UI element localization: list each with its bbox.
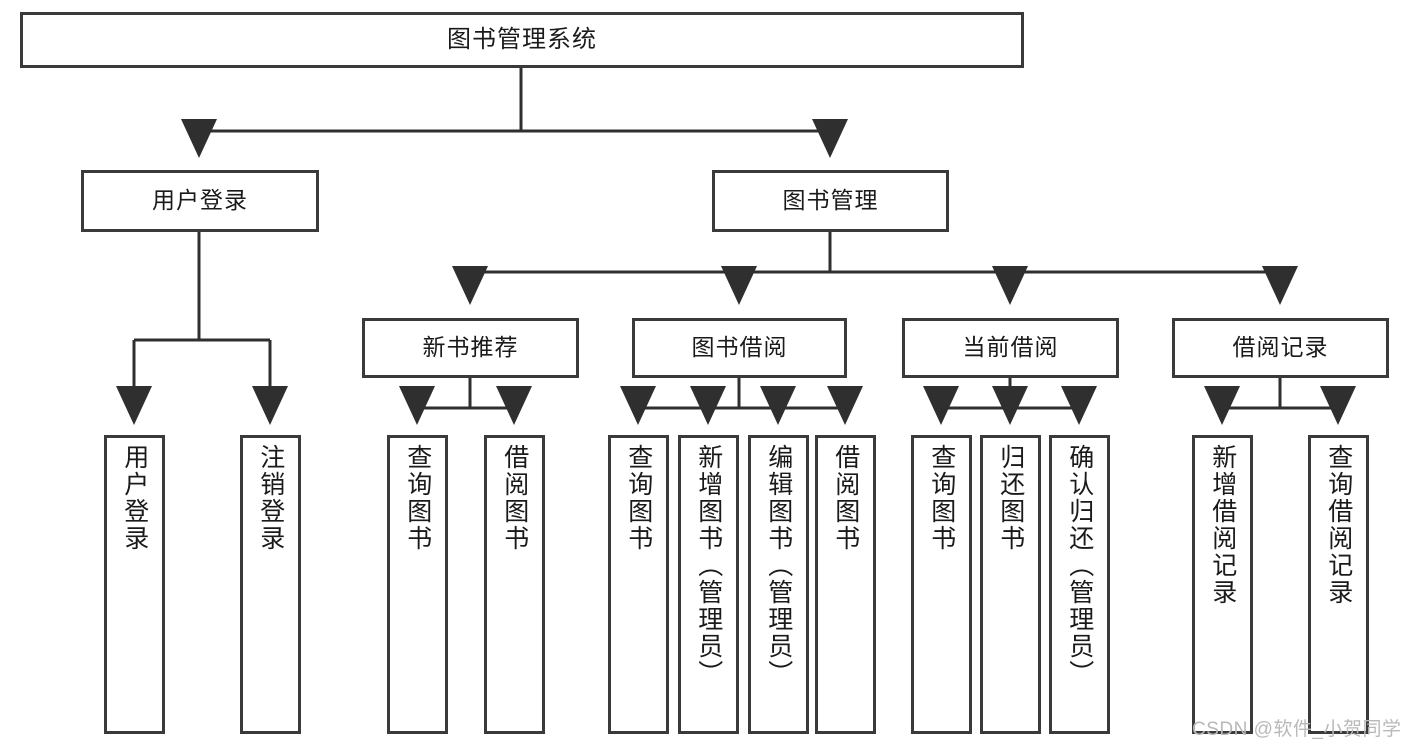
- node-label: 图书管理系统: [447, 25, 597, 53]
- node-label: 当前借阅: [962, 334, 1059, 361]
- node-label: 新增图书（管理员）: [694, 444, 723, 687]
- node-label: 查询借阅记录: [1324, 444, 1353, 606]
- node-label: 图书借阅: [691, 334, 788, 361]
- leaf-return-book[interactable]: 归还图书: [980, 435, 1041, 734]
- node-label: 借阅记录: [1232, 334, 1329, 361]
- leaf-query-book-current[interactable]: 查询图书: [911, 435, 972, 734]
- leaf-query-borrow-record[interactable]: 查询借阅记录: [1308, 435, 1369, 734]
- leaf-confirm-return-admin[interactable]: 确认归还（管理员）: [1049, 435, 1110, 734]
- node-label: 借阅图书: [831, 444, 860, 552]
- leaf-add-borrow-record[interactable]: 新增借阅记录: [1192, 435, 1253, 734]
- leaf-borrow-book-borrow[interactable]: 借阅图书: [815, 435, 876, 734]
- node-label: 查询图书: [624, 444, 653, 552]
- leaf-logout-login[interactable]: 注销登录: [240, 435, 301, 734]
- node-label: 新增借阅记录: [1208, 444, 1237, 606]
- node-borrow-record[interactable]: 借阅记录: [1172, 318, 1389, 378]
- node-label: 图书管理: [782, 187, 879, 214]
- node-label: 编辑图书（管理员）: [764, 444, 793, 687]
- node-root-book-management-system[interactable]: 图书管理系统: [20, 12, 1024, 68]
- leaf-query-book-borrow[interactable]: 查询图书: [608, 435, 669, 734]
- node-label: 新书推荐: [422, 334, 519, 361]
- node-book-borrow[interactable]: 图书借阅: [632, 318, 847, 378]
- node-current-borrow[interactable]: 当前借阅: [902, 318, 1119, 378]
- leaf-query-book-new-recommend[interactable]: 查询图书: [387, 435, 448, 734]
- node-label: 借阅图书: [500, 444, 529, 552]
- node-label: 用户登录: [152, 187, 248, 214]
- node-new-book-recommend[interactable]: 新书推荐: [362, 318, 579, 378]
- node-label: 确认归还（管理员）: [1065, 444, 1094, 687]
- node-label: 查询图书: [403, 444, 432, 552]
- leaf-borrow-book-new-recommend[interactable]: 借阅图书: [484, 435, 545, 734]
- node-label: 注销登录: [256, 444, 285, 552]
- node-label: 查询图书: [927, 444, 956, 552]
- node-label: 归还图书: [996, 444, 1025, 552]
- leaf-user-login[interactable]: 用户登录: [104, 435, 165, 734]
- node-user-login[interactable]: 用户登录: [81, 170, 319, 232]
- node-book-management[interactable]: 图书管理: [712, 170, 949, 232]
- leaf-edit-book-admin[interactable]: 编辑图书（管理员）: [748, 435, 809, 734]
- node-label: 用户登录: [120, 444, 149, 552]
- csdn-watermark: CSDN @软件_小贺同学: [1192, 719, 1402, 740]
- leaf-add-book-admin[interactable]: 新增图书（管理员）: [678, 435, 739, 734]
